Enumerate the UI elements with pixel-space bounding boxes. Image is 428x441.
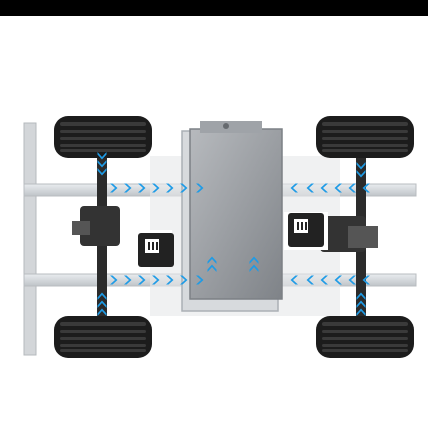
battery-pack-icon: [181, 121, 283, 312]
front-axle: [72, 146, 120, 324]
chassis-diagram: [23, 116, 417, 358]
front-left-tire-icon: [54, 116, 152, 158]
rear-right-tire-icon: [316, 316, 414, 358]
top-black-bar: [0, 0, 428, 16]
rear-left-tire-icon: [316, 116, 414, 158]
front-right-tire-icon: [54, 316, 152, 358]
front-cross-member: [23, 122, 37, 356]
rear-motor-icon: [284, 212, 328, 250]
rear-axle: [320, 146, 378, 324]
front-motor-icon: [128, 230, 174, 267]
